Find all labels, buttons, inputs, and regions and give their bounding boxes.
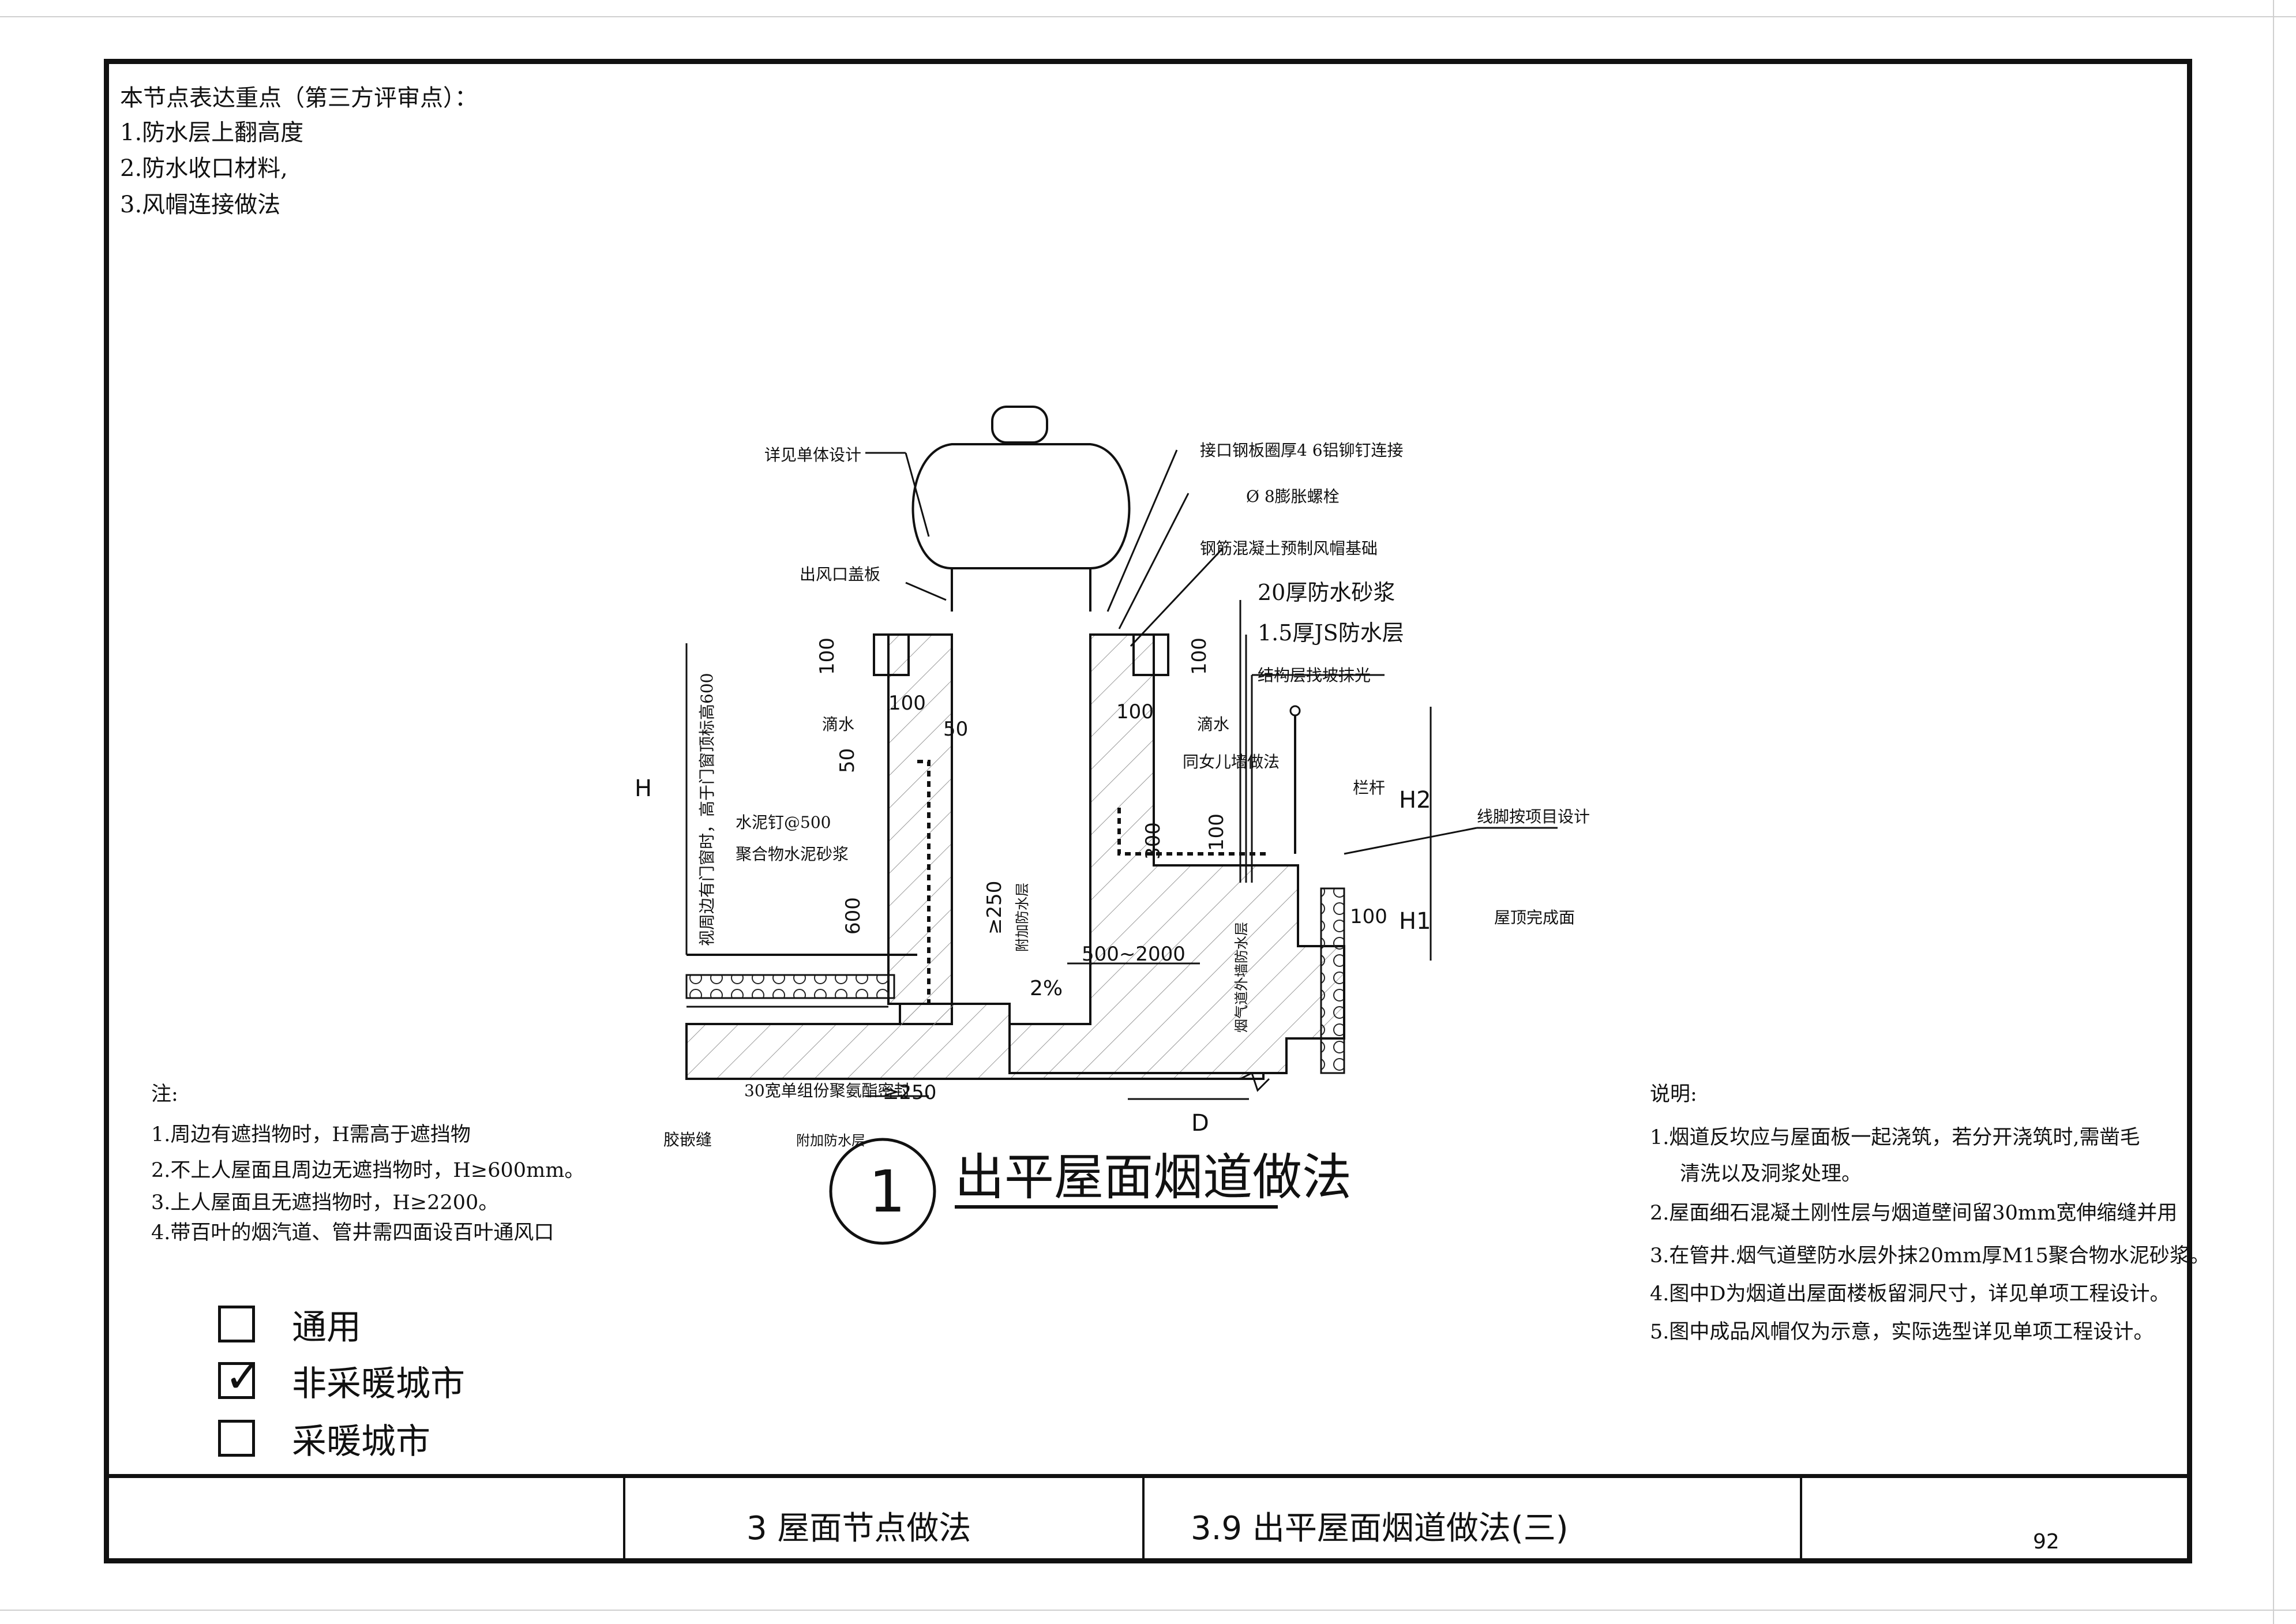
label-joint-note-1: 30宽单组份聚氨酯密封 [744,1081,910,1100]
label-structure: 结构层找坡抹光 [1258,666,1371,685]
label-flue-layer: 烟气道外墙防水层 [1233,922,1250,1033]
label-bolt: Ø 8膨胀螺栓 [1246,487,1340,506]
waterproof-upturn-left [917,760,931,1004]
checkbox-box-checked[interactable]: ✓ [218,1355,262,1400]
notes-left-title: 注: [151,1083,178,1106]
leader-outlet [905,582,947,601]
wall-insulation [1320,887,1345,1074]
checkbox-general[interactable]: 通用 [218,1304,361,1348]
notes-right-item-3: 3.在管井.烟气道壁防水层外抹20mm厚M15聚合物水泥砂浆。 [1650,1244,2210,1267]
section-title: 3 屋面节点做法 [746,1510,971,1547]
label-nail: 水泥钉@500 [736,813,831,832]
dim-100-f: 100 [1350,905,1387,928]
checkbox-box[interactable] [218,1420,255,1457]
notes-right-item-2: 2.屋面细石混凝土刚性层与烟道壁间留30mm宽伸缩缝并用 [1650,1202,2178,1225]
sheet-top-edge [0,16,2296,17]
drawing-frame [104,59,2192,1563]
ventilation-hood [911,443,1131,569]
label-parapet: 同女儿墙做法 [1183,752,1280,771]
label-floor: 屋顶完成面 [1494,908,1575,927]
roof-slab [685,1003,1265,1080]
label-js: 1.5厚JS防水层 [1258,620,1404,646]
label-outlet-cover: 出风口盖板 [800,565,880,584]
checkbox-non-heating[interactable]: ✓ 非采暖城市 [218,1355,465,1404]
leader-base [1130,547,1224,647]
drip-cap-right [1132,633,1169,676]
focus-item-1: 1.防水层上翻高度 [120,119,304,146]
sheet-bottom-edge [0,1610,2296,1611]
drawing-title: 出平屋面烟道做法 [955,1149,1352,1206]
dim-100-b: 100 [1188,637,1211,675]
notes-right-title: 说明: [1650,1083,1697,1106]
dim-H: H [635,775,652,802]
drawing-number-circle [829,1138,936,1245]
dim-H1: H1 [1399,908,1431,935]
notes-right-item-1: 1.烟道反坎应与屋面板一起浇筑，若分开浇筑时,需凿毛 [1650,1126,2140,1149]
roof-insulation-layer [685,974,895,999]
label-drip-left: 滴水 [822,715,854,734]
title-block-subsection-cell: 3.9 出平屋面烟道做法(三) [1142,1478,1800,1563]
subsection-title: 3.9 出平屋面烟道做法(三) [1191,1510,1569,1547]
drawing-number: 1 [869,1158,906,1225]
dim-span: 500~2000 [1082,943,1185,966]
leader-bolt [1118,493,1190,629]
dim-100-e: 100 [1205,813,1228,851]
title-block: 3 屋面节点做法 3.9 出平屋面烟道做法(三) 92 [104,1474,2192,1563]
dim-50-a: 50 [943,718,968,741]
page-number: 92 [2033,1530,2059,1554]
label-mortar: 20厚防水砂浆 [1258,580,1395,605]
label-hood: 详见单体设计 [764,445,861,464]
dim-300: 300 [1142,822,1165,860]
checkbox-box[interactable] [218,1306,255,1342]
label-polymer: 聚合物水泥砂浆 [736,845,849,864]
dim-250-b: ≥250 [883,1081,936,1104]
focus-item-3: 3.风帽连接做法 [120,192,281,218]
leader-hood [905,452,930,537]
dim-100-a: 100 [816,637,839,675]
waterproof-upturn-right [1117,808,1269,856]
label-joint: 接口钢板圈厚4 6铝铆钉连接 [1200,441,1404,460]
notes-left-item-2: 2.不上人屋面且周边无遮挡物时，H≥600mm。 [151,1159,585,1182]
label-extra-wp: 附加防水层 [1014,883,1030,952]
notes-left-item-3: 3.上人屋面且无遮挡物时，H≥2200。 [151,1191,499,1214]
dim-100-c: 100 [888,692,926,715]
notes-right-item-4: 4.图中D为烟道出屋面楼板留洞尺寸，详见单项工程设计。 [1650,1282,2170,1306]
checkbox-label: 非采暖城市 [292,1363,465,1404]
notes-right-item-1b: 清洗以及洞浆处理。 [1680,1162,1862,1186]
checkbox-label: 采暖城市 [292,1421,430,1462]
focus-title: 本节点表达重点（第三方评审点）： [120,85,478,111]
label-base: 钢筋混凝土预制风帽基础 [1200,539,1378,558]
leader-foot [1344,827,1477,855]
notes-left-item-4: 4.带百叶的烟汽道、管井需四面设百叶通风口 [151,1221,554,1244]
title-block-section-cell: 3 屋面节点做法 [623,1478,1142,1563]
dim-D: D [1191,1110,1209,1137]
dim-50-b: 50 [836,748,859,773]
label-drip-right: 滴水 [1197,715,1229,734]
dim-600: 600 [842,897,865,935]
dim-H2: H2 [1399,787,1431,813]
label-height-note: 视周边有门窗时，高于门窗顶标高600 [697,673,716,946]
sheet-right-edge [2273,0,2274,1624]
break-line [1240,1071,1270,1092]
label-joint-note-2: 胶嵌缝 [663,1130,712,1149]
title-block-page-cell: 92 [1800,1478,2192,1563]
dim-250-a: ≥250 [983,881,1006,935]
hood-top-cap [991,406,1048,444]
notes-right-item-5: 5.图中成品风帽仅为示意，实际选型详见单项工程设计。 [1650,1321,2154,1344]
checkbox-heating[interactable]: 采暖城市 [218,1418,430,1462]
label-railing: 栏杆 [1353,778,1385,797]
railing-top [1289,705,1301,717]
leader-joint [1106,449,1178,612]
notes-left-item-1: 1.周边有遮挡物时，H需高于遮挡物 [151,1123,471,1146]
label-extra-wp-2: 附加防水层 [796,1132,865,1149]
slope-label: 2% [1030,977,1063,1000]
label-foot: 线脚按项目设计 [1477,807,1590,826]
focus-item-2: 2.防水收口材料, [120,155,288,182]
drip-cap-left [873,633,910,676]
check-mark-icon: ✓ [224,1351,262,1403]
dim-100-d: 100 [1116,700,1154,723]
checkbox-label: 通用 [292,1307,361,1348]
